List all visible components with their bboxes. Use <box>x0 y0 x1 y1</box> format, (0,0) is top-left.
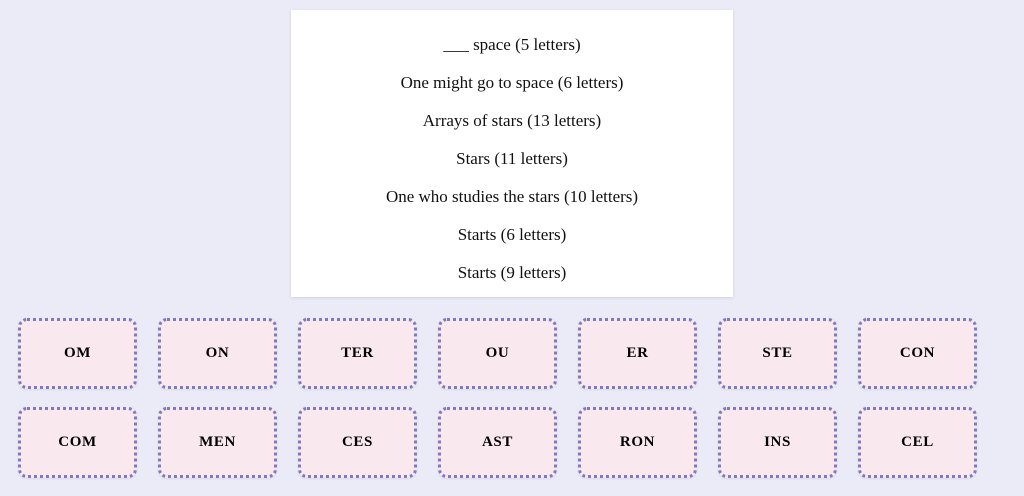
tile-row: COM MEN CES AST RON INS CEL <box>18 407 1006 478</box>
letter-tile[interactable]: ON <box>158 318 277 389</box>
letter-tile-label: ON <box>205 345 230 361</box>
letter-tile-label: OM <box>63 345 92 361</box>
letter-tile[interactable]: CON <box>858 318 977 389</box>
letter-tile-label: COM <box>58 434 97 450</box>
letter-tile[interactable]: CES <box>298 407 417 478</box>
letter-tile[interactable]: OU <box>438 318 557 389</box>
letter-tile[interactable]: STE <box>718 318 837 389</box>
tile-board: OM ON TER OU ER STE CON COM MEN CES AST RON INS CEL <box>18 318 1006 496</box>
letter-tile-label: CES <box>342 434 373 450</box>
letter-tile[interactable]: RON <box>578 407 697 478</box>
clue-line: Starts (9 letters) <box>457 263 567 282</box>
letter-tile-label: OU <box>485 345 510 361</box>
letter-tile-label: CON <box>899 345 936 361</box>
clue-line: Stars (11 letters) <box>456 149 568 168</box>
clue-line: ___ space (5 letters) <box>443 35 581 54</box>
clue-panel: ___ space (5 letters) One might go to spa… <box>291 10 733 297</box>
letter-tile[interactable]: COM <box>18 407 137 478</box>
letter-tile[interactable]: MEN <box>158 407 277 478</box>
clue-line: One might go to space (6 letters) <box>400 73 624 92</box>
letter-tile-label: INS <box>764 434 791 450</box>
tile-row: OM ON TER OU ER STE CON <box>18 318 1006 389</box>
letter-tile[interactable]: AST <box>438 407 557 478</box>
clue-line: One who studies the stars (10 letters) <box>385 187 639 206</box>
letter-tile-label: ER <box>626 345 649 361</box>
letter-tile-label: TER <box>341 345 374 361</box>
letter-tile-label: CEL <box>901 434 934 450</box>
letter-tile[interactable]: OM <box>18 318 137 389</box>
letter-tile[interactable]: TER <box>298 318 417 389</box>
clue-line: Arrays of stars (13 letters) <box>422 111 602 130</box>
clue-line: Starts (6 letters) <box>457 225 567 244</box>
letter-tile-label: RON <box>619 434 656 450</box>
letter-tile[interactable]: INS <box>718 407 837 478</box>
letter-tile-label: AST <box>482 434 513 450</box>
letter-tile[interactable]: CEL <box>858 407 977 478</box>
letter-tile[interactable]: ER <box>578 318 697 389</box>
letter-tile-label: STE <box>762 345 793 361</box>
letter-tile-label: MEN <box>199 434 236 450</box>
